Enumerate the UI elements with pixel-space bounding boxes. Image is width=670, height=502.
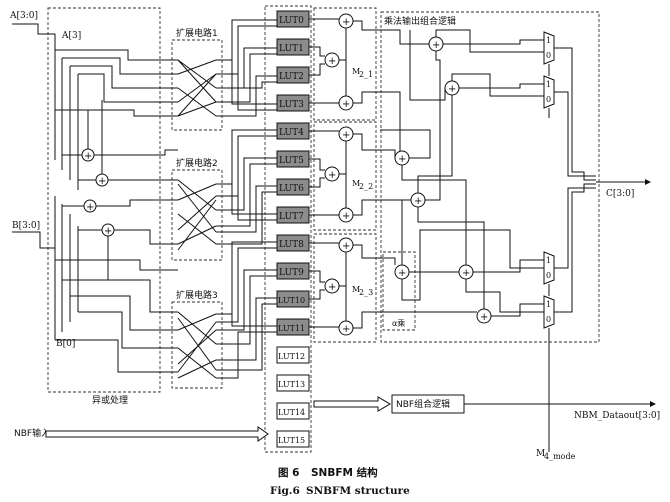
nbf-input-arrow xyxy=(45,426,269,442)
svg-text:+: + xyxy=(398,268,406,279)
svg-text:+: + xyxy=(86,202,94,213)
svg-text:+: + xyxy=(448,84,456,95)
figure-caption: 图 6 SNBFM 结构 Fig.6 SNBFM structure xyxy=(270,466,410,497)
m4-mode-label: M xyxy=(536,449,545,459)
input-b-label: B[3:0] xyxy=(12,221,40,231)
ext-region-2 xyxy=(171,169,223,261)
svg-text:+: + xyxy=(104,226,112,237)
svg-text:+: + xyxy=(342,17,350,28)
svg-text:0: 0 xyxy=(546,271,551,280)
ext-region-3 xyxy=(171,301,223,389)
svg-text:M: M xyxy=(352,67,360,76)
svg-text:LUT2: LUT2 xyxy=(279,72,304,82)
svg-text:+: + xyxy=(342,99,350,110)
nbm-output-label: NBM_Dataout[3:0] xyxy=(574,411,660,421)
svg-text:LUT11: LUT11 xyxy=(278,324,305,333)
lut-12 xyxy=(276,346,310,364)
caption-cn-title: SNBFM 结构 xyxy=(311,466,378,479)
adder-tree-2: + + + M2_2 xyxy=(309,126,381,223)
adder-group-2 xyxy=(313,121,377,231)
ext1-crossing xyxy=(177,59,217,117)
svg-text:1: 1 xyxy=(546,256,551,265)
mult-output-region xyxy=(380,11,600,343)
svg-text:2_1: 2_1 xyxy=(359,70,373,79)
svg-text:0: 0 xyxy=(546,315,551,324)
svg-text:+: + xyxy=(84,151,92,162)
svg-text:LUT10: LUT10 xyxy=(278,296,305,305)
xor-label: 异或处理 xyxy=(92,394,128,406)
adder-tree-1: + + + M2_1 xyxy=(309,13,381,111)
svg-text:+: + xyxy=(432,40,440,51)
ext3-crossing xyxy=(177,311,217,379)
input-a3-label: A[3] xyxy=(61,31,81,41)
svg-text:+: + xyxy=(398,154,406,165)
svg-text:1: 1 xyxy=(546,36,551,45)
input-a-label: A[3:0] xyxy=(9,11,38,21)
lut-14 xyxy=(276,402,310,420)
lut-to-nbf-arrow xyxy=(313,396,391,412)
ext-to-lut-wires xyxy=(216,19,277,379)
svg-text:+: + xyxy=(342,130,350,141)
svg-text:+: + xyxy=(342,241,350,252)
mult-logic-label: 乘法输出组合逻辑 xyxy=(384,15,456,27)
c-output-label: C[3:0] xyxy=(606,189,634,199)
svg-text:4_mode: 4_mode xyxy=(544,452,576,461)
svg-text:1: 1 xyxy=(546,300,551,309)
svg-text:+: + xyxy=(98,176,106,187)
svg-text:LUT6: LUT6 xyxy=(279,184,304,194)
xor-region xyxy=(47,7,161,393)
input-b0-label: B[0] xyxy=(56,339,75,349)
adder-group-3 xyxy=(313,233,377,343)
svg-text:0: 0 xyxy=(546,95,551,104)
svg-text:+: + xyxy=(342,211,350,222)
svg-text:+: + xyxy=(328,170,336,181)
ext2-label: 扩展电路2 xyxy=(176,157,218,169)
output-muxes: 1 0 1 0 1 0 1 0 xyxy=(543,31,596,452)
caption-en-prefix: Fig.6 xyxy=(270,485,300,497)
svg-text:LUT4: LUT4 xyxy=(279,128,304,138)
svg-text:+: + xyxy=(342,324,350,335)
ext2-crossing xyxy=(177,179,217,251)
ext3-label: 扩展电路3 xyxy=(176,289,218,301)
svg-text:2_3: 2_3 xyxy=(359,288,373,297)
svg-text:LUT1: LUT1 xyxy=(279,44,304,54)
nbf-input-label: NBF输入 xyxy=(14,427,50,439)
svg-text:LUT12: LUT12 xyxy=(278,352,305,361)
nbf-logic-label: NBF组合逻辑 xyxy=(396,398,450,410)
svg-text:LUT8: LUT8 xyxy=(279,240,304,250)
alpha-region xyxy=(382,251,416,331)
svg-text:+: + xyxy=(462,268,470,279)
lut-column-region xyxy=(264,5,312,453)
svg-text:LUT7: LUT7 xyxy=(279,212,304,222)
adder-tree-3: + + + M2_3 xyxy=(309,237,381,336)
svg-text:LUT15: LUT15 xyxy=(278,436,305,445)
svg-text:LUT13: LUT13 xyxy=(278,380,305,389)
svg-text:LUT3: LUT3 xyxy=(279,100,304,110)
lut-13 xyxy=(276,374,310,392)
mult-output-wires xyxy=(380,29,544,317)
ext-region-1 xyxy=(171,39,223,131)
svg-text:0: 0 xyxy=(546,51,551,60)
svg-text:+: + xyxy=(328,56,336,67)
svg-text:+: + xyxy=(328,282,336,293)
adder-group-1 xyxy=(313,7,377,121)
svg-text:2_2: 2_2 xyxy=(359,182,373,191)
svg-text:1: 1 xyxy=(546,80,551,89)
svg-text:M: M xyxy=(352,179,360,188)
alpha-label: α乘 xyxy=(392,318,405,328)
ext1-label: 扩展电路1 xyxy=(176,27,218,39)
caption-cn-prefix: 图 6 xyxy=(278,467,299,479)
svg-text:LUT0: LUT0 xyxy=(279,16,304,26)
lut-15 xyxy=(276,430,310,448)
svg-text:LUT5: LUT5 xyxy=(279,156,304,166)
svg-text:+: + xyxy=(480,312,488,323)
svg-text:LUT9: LUT9 xyxy=(279,268,304,278)
lut-column: LUT0 LUT1 LUT2 LUT3 LUT4 LUT5 LUT6 LUT7 … xyxy=(276,10,310,448)
svg-text:M: M xyxy=(352,285,360,294)
svg-text:+: + xyxy=(414,196,422,207)
svg-text:LUT14: LUT14 xyxy=(278,408,305,417)
caption-en-title: SNBFM structure xyxy=(306,485,410,497)
